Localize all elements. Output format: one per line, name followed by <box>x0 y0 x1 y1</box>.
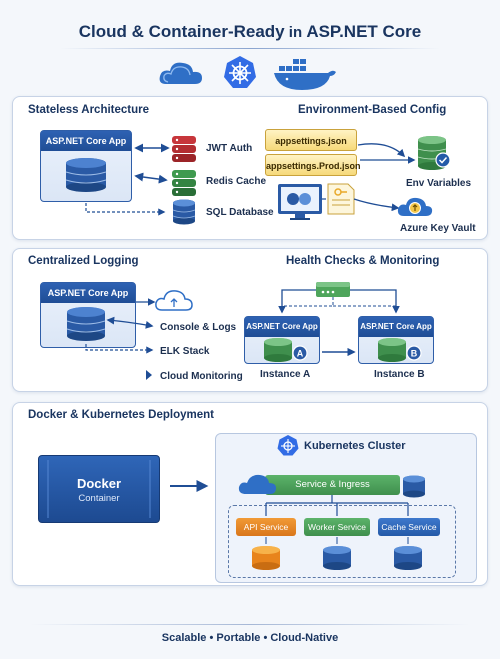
cluster-label: Kubernetes Cluster <box>304 440 406 452</box>
sql-database-label: SQL Database <box>206 207 274 218</box>
config-document-icon <box>327 183 355 215</box>
stateless-app-label: ASP.NET Core App <box>41 131 131 151</box>
cloud-monitoring-label: Cloud Monitoring <box>160 371 243 382</box>
deploy-title: Docker & Kubernetes Deployment <box>28 409 214 421</box>
lb-to-a-arrow <box>278 289 316 314</box>
stateless-title: Stateless Architecture <box>28 104 150 116</box>
jwt-stack-icon <box>172 136 196 162</box>
monitor-icon <box>278 184 322 220</box>
ingress-db-icon <box>403 475 425 498</box>
instance-b-db-icon <box>378 338 422 362</box>
health-title: Health Checks & Monitoring <box>286 255 440 267</box>
console-logs-label: Console & Logs <box>160 322 237 333</box>
instance-a-app-label: ASP.NET Core App <box>245 317 319 337</box>
docker-title: Docker <box>76 476 122 491</box>
ingress-cloud-icon <box>238 474 276 494</box>
cache-service: Cache Service <box>378 518 440 536</box>
docker-container-ribs <box>47 460 151 518</box>
title-part-3: ASP.NET Core <box>306 22 422 41</box>
load-balancer-icon <box>316 282 350 297</box>
appsettings-prod-file: appsettings.Prod.json <box>265 154 361 176</box>
instance-a-label: Instance A <box>260 369 311 380</box>
jwt-auth-label: JWT Auth <box>206 143 253 154</box>
services-group <box>228 505 456 578</box>
lb-to-b-arrow <box>350 289 400 314</box>
instance-b-label: Instance B <box>374 369 425 380</box>
key-vault-label: Azure Key Vault <box>400 223 476 234</box>
key-vault-icon <box>397 197 433 216</box>
title-divider <box>60 48 440 49</box>
service-ingress: Service & Ingress <box>265 475 400 495</box>
sql-arrow <box>85 203 166 216</box>
env-variables-db-icon <box>417 136 451 170</box>
console-logs-arrow <box>106 316 154 329</box>
health-probe-lines <box>282 297 396 307</box>
logging-title: Centralized Logging <box>28 255 139 267</box>
docker-subtitle: Container <box>78 493 120 504</box>
footer-tagline: Scalable • Portable • Cloud-Native <box>161 632 339 644</box>
worker-service-db-icon <box>323 546 351 570</box>
hero-icons <box>159 56 336 90</box>
appsettings-label: appsettings.json <box>275 136 347 146</box>
elk-arrow <box>85 344 154 354</box>
docker-whale-icon <box>274 59 336 90</box>
title-part-1: Cloud & Container-Ready <box>78 22 285 41</box>
log-cloud-icon <box>155 290 193 311</box>
redis-arrow <box>134 172 168 184</box>
title-part-2: in <box>284 24 307 41</box>
cache-service-db-icon <box>394 546 422 570</box>
docker-container: Docker Container <box>38 455 160 523</box>
sql-database-icon <box>172 199 196 225</box>
config-to-env-arrow <box>357 143 406 158</box>
cloud-monitoring-marker <box>146 370 152 380</box>
stateless-app-db-icon <box>65 158 107 192</box>
api-service-db-icon <box>252 546 280 570</box>
cloud-icon <box>159 62 202 84</box>
ingress-to-services-lines <box>265 495 409 516</box>
footer-divider <box>30 624 470 625</box>
instance-a-db-icon <box>264 338 308 362</box>
api-service: API Service <box>236 518 296 536</box>
instance-b-app-label: ASP.NET Core App <box>359 317 433 337</box>
page-title: Cloud & Container-Ready in ASP.NET Core <box>0 22 500 42</box>
doc-to-vault-arrow <box>353 198 400 212</box>
appsettings-prod-label: appsettings.Prod.json <box>266 161 361 171</box>
env-variables-label: Env Variables <box>406 178 472 189</box>
cluster-kubernetes-icon <box>277 435 299 456</box>
appsettings-file: appsettings.json <box>265 129 357 151</box>
worker-service: Worker Service <box>304 518 370 536</box>
logging-app-label: ASP.NET Core App <box>41 283 135 303</box>
kubernetes-icon <box>224 56 256 88</box>
redis-cache-label: Redis Cache <box>206 176 267 187</box>
instance-a-badge: A <box>297 349 304 359</box>
redis-stack-icon <box>172 170 196 196</box>
instance-b-badge: B <box>411 349 418 359</box>
config-title: Environment-Based Config <box>298 104 447 116</box>
elk-stack-label: ELK Stack <box>160 346 210 357</box>
logging-app-db-icon <box>66 307 106 341</box>
